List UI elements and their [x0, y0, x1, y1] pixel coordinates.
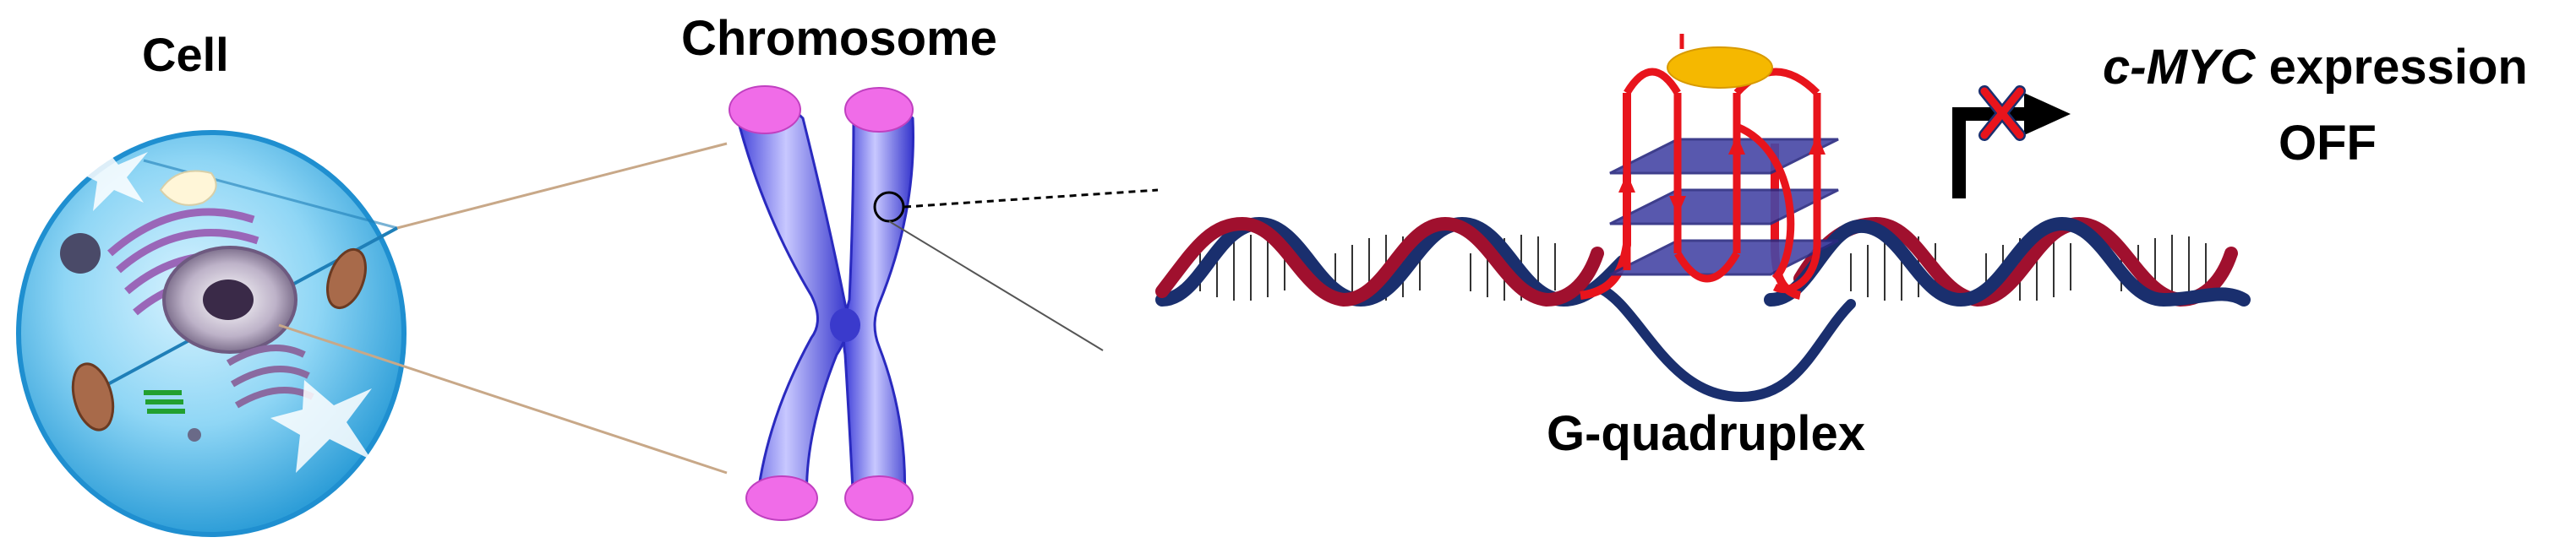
- dna-double-helix: [1155, 216, 2251, 403]
- centriole-icon: [144, 390, 185, 414]
- g-quadruplex-label: G-quadruplex: [1547, 406, 1866, 461]
- gene-name: c-MYC: [2103, 40, 2256, 95]
- cell-illustration: [16, 130, 407, 537]
- chromosome-illustration: [729, 85, 914, 521]
- expression-word: expression: [2268, 40, 2528, 95]
- expression-label: c-MYC expression: [2103, 39, 2528, 95]
- telomere-icon: [729, 85, 914, 521]
- zoom-line: [903, 188, 1159, 209]
- cell-label: Cell: [142, 28, 229, 81]
- blocked-x-icon: [1978, 85, 2026, 141]
- expression-state: OFF: [2279, 116, 2377, 171]
- chromosome-label: Chromosome: [681, 11, 997, 66]
- transcription-arrow-icon: [1952, 93, 2071, 198]
- mitochondrion-icon: [71, 362, 115, 431]
- zoom-line: [888, 220, 1104, 351]
- mitochondrion-icon: [326, 247, 367, 310]
- g-quadruplex-structure: [1580, 34, 1839, 300]
- zoom-line: [396, 142, 728, 230]
- ligand-disk: [1667, 46, 1773, 89]
- zoom-line: [278, 323, 728, 475]
- g-tetrad: [1609, 138, 1839, 175]
- g-tetrad: [1609, 188, 1839, 225]
